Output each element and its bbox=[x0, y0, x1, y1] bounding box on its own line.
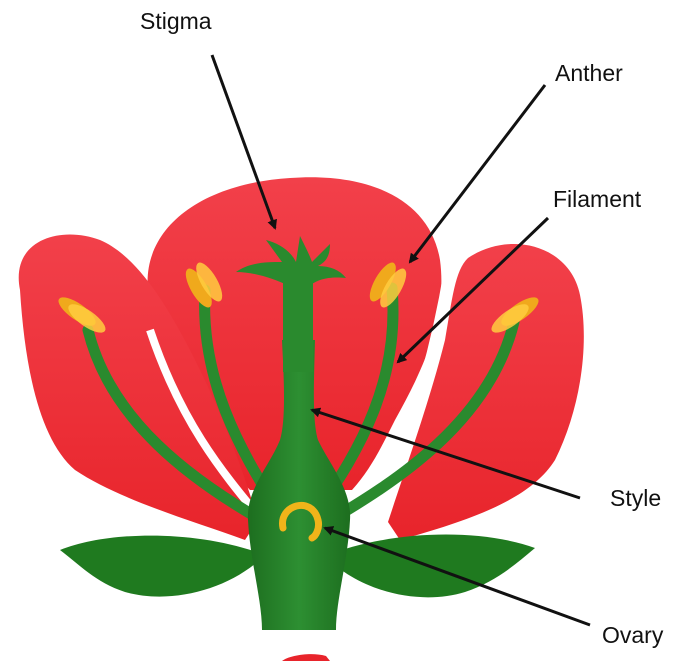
sepal-left bbox=[60, 536, 265, 597]
label-filament: Filament bbox=[553, 186, 641, 213]
label-anther: Anther bbox=[555, 60, 623, 87]
label-stigma: Stigma bbox=[140, 8, 212, 35]
label-ovary: Ovary bbox=[602, 622, 663, 649]
arrow-anther bbox=[410, 85, 545, 262]
label-style: Style bbox=[610, 485, 661, 512]
petal-bottom-edge bbox=[282, 654, 330, 661]
